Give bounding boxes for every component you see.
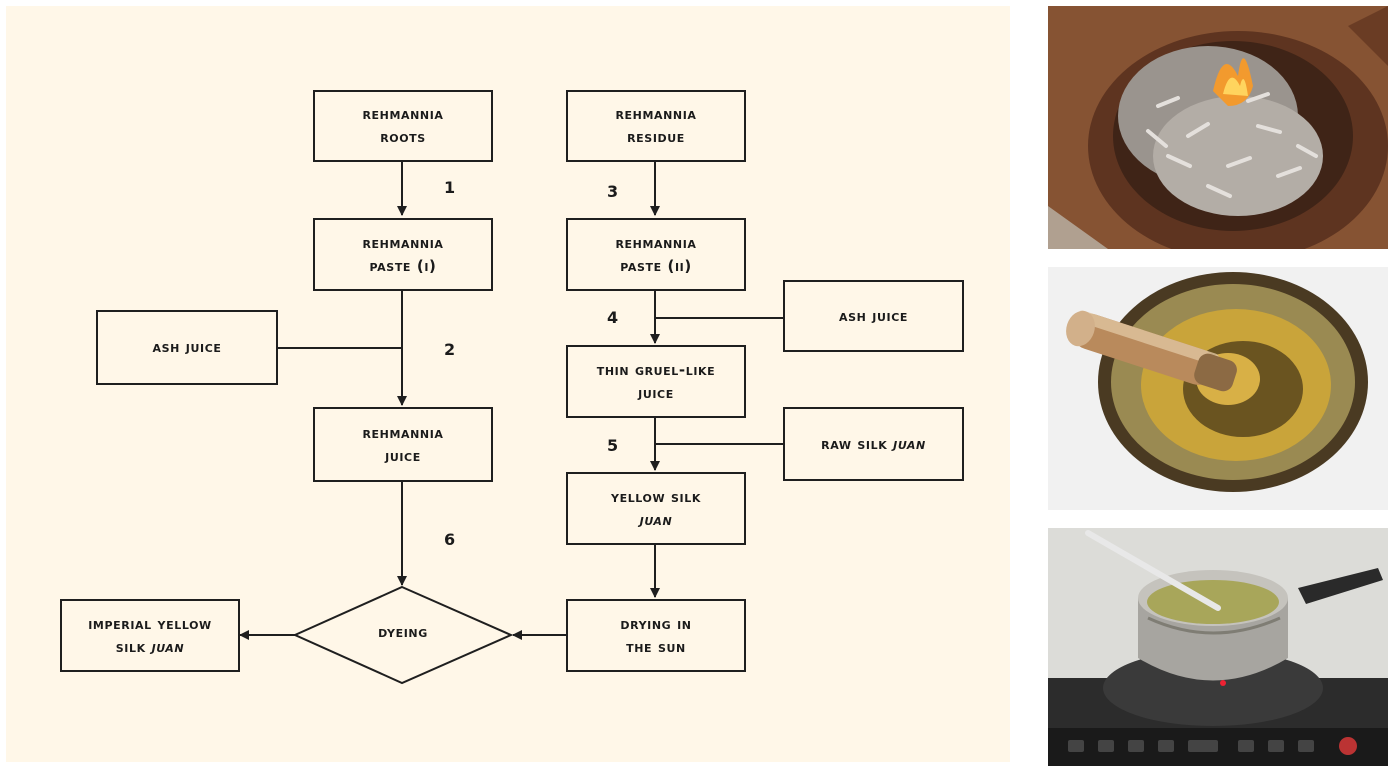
photo-pan-cooker: [1048, 528, 1388, 766]
box-text: SILK: [115, 637, 152, 656]
photo-mortar-pestle: [1048, 267, 1388, 510]
dyeing-label: DYEING: [378, 623, 428, 641]
box-rehmannia-juice: REHMANNIA JUICE: [313, 407, 493, 482]
box-line: REHMANNIA: [615, 233, 697, 252]
box-rehmannia-paste-1: REHMANNIA PASTE (I): [313, 218, 493, 291]
step-number-6: 6: [444, 530, 456, 549]
photo-roots-burning: [1048, 6, 1388, 249]
box-line: RAW SILK JUAN: [821, 433, 926, 456]
box-text-italic: JUAN: [893, 434, 926, 453]
box-ash-juice-left: ASH JUICE: [96, 310, 278, 385]
box-line: ASH JUICE: [152, 338, 222, 356]
box-ash-juice-right: ASH JUICE: [783, 280, 964, 352]
box-line: THE SUN: [626, 637, 686, 656]
box-rehmannia-paste-2: REHMANNIA PASTE (II): [566, 218, 746, 291]
dyeing-diamond: [292, 585, 514, 685]
box-line: IMPERIAL YELLOW: [88, 614, 212, 633]
box-text: RAW SILK: [821, 434, 894, 453]
step-number-4: 4: [607, 308, 619, 327]
box-rehmannia-residue: REHMANNIA RESIDUE: [566, 90, 746, 162]
box-line: REHMANNIA: [362, 423, 444, 442]
box-line: REHMANNIA: [615, 105, 697, 123]
box-yellow-silk-juan: YELLOW SILK JUAN: [566, 472, 746, 545]
box-text-italic: JUAN: [151, 637, 185, 656]
box-line: JUICE: [638, 383, 674, 402]
box-imperial-yellow-silk-juan: IMPERIAL YELLOW SILK JUAN: [60, 599, 240, 672]
box-line-italic: JUAN: [639, 510, 673, 529]
box-line: ROOTS: [380, 128, 426, 146]
box-line: RESIDUE: [627, 128, 685, 146]
box-line: SILK JUAN: [116, 636, 184, 659]
step-number-2: 2: [444, 340, 456, 359]
box-raw-silk-juan: RAW SILK JUAN: [783, 407, 964, 481]
step-number-1: 1: [444, 178, 456, 197]
box-line: PASTE (II): [620, 256, 692, 275]
box-line: ASH JUICE: [839, 306, 908, 325]
step-number-5: 5: [607, 436, 619, 455]
box-rehmannia-roots: REHMANNIA ROOTS: [313, 90, 493, 162]
box-line: DRYING IN: [620, 614, 692, 633]
box-line: JUICE: [385, 446, 421, 465]
box-line: THIN GRUEL-LIKE: [596, 360, 716, 379]
box-thin-gruel-juice: THIN GRUEL-LIKE JUICE: [566, 345, 746, 418]
box-line: YELLOW SILK: [611, 487, 701, 506]
box-drying-in-the-sun: DRYING IN THE SUN: [566, 599, 746, 672]
flowchart-connectors: [239, 160, 783, 685]
step-number-3: 3: [607, 182, 619, 201]
box-line: REHMANNIA: [362, 105, 444, 123]
box-line: REHMANNIA: [362, 233, 444, 252]
box-line: PASTE (I): [369, 256, 437, 275]
